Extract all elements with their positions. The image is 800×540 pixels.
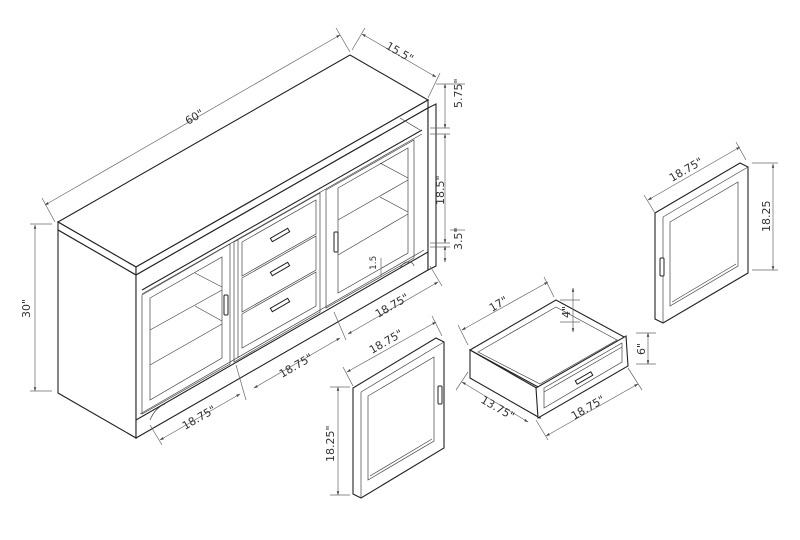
door-handle-icon — [659, 257, 665, 277]
drawer-handle-icon — [269, 297, 291, 313]
left-door-width-label: 18.75" — [367, 327, 405, 357]
drawer-front-height-label: 6" — [635, 343, 648, 355]
width-label: 60" — [183, 107, 206, 128]
drawer-handle-icon — [269, 261, 291, 277]
section-width-label-2: 18.75" — [277, 351, 315, 381]
drawer-handle-icon — [574, 371, 594, 385]
drawer-front-width-label: 18.75" — [569, 393, 607, 423]
left-door-height-label: 18.25" — [324, 425, 337, 462]
kick-label: 1.5 — [369, 256, 379, 270]
door-handle-icon — [333, 231, 339, 253]
drawer-depth-label: 17" — [487, 294, 510, 315]
right-glass-door — [325, 139, 415, 309]
door-handle-icon — [223, 294, 229, 316]
height-label: 30" — [20, 299, 33, 318]
left-glass-door — [141, 243, 231, 415]
right-door-width-label: 18.75" — [667, 155, 705, 185]
door-handle-icon — [437, 385, 443, 405]
depth-label: 15.5" — [384, 39, 416, 65]
drawer-handle-icon — [269, 227, 291, 243]
right-door-height-label: 18.25 — [760, 201, 773, 233]
right-door-detail: 18.75" 18.25 — [643, 141, 778, 324]
base-label: 3.5" — [452, 227, 465, 250]
drawer-interior-height-label: 4" — [560, 306, 573, 318]
interior-height-label: 18.5" — [434, 175, 447, 205]
left-door-detail: 18.75" 18.25" — [324, 315, 445, 499]
drawer-detail: 17" 4" 6" 13.75" 18.75" — [455, 276, 656, 441]
center-drawers — [233, 192, 321, 363]
top-opening-label: 5.75" — [452, 78, 465, 108]
